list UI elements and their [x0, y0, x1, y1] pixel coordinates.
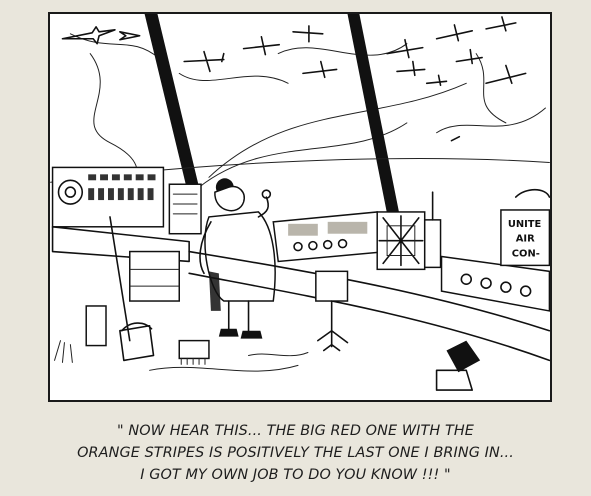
right-console [440, 188, 550, 312]
control-tower-illustration: UNITE AIR CON- [50, 14, 550, 391]
caption-line-1: " NOW HEAR THIS... THE BIG RED ONE WITH … [117, 423, 474, 439]
cleaning-lady-figure [199, 178, 276, 339]
airplanes [61, 16, 527, 142]
sign-line-2: AIR [516, 234, 535, 245]
cartoon-caption: " NOW HEAR THIS... THE BIG RED ONE WITH … [0, 420, 591, 486]
air-control-sign-text: UNITE AIR CON- [508, 219, 545, 260]
radar-screen [376, 191, 442, 271]
center-console [188, 211, 550, 362]
cartoon-panel: UNITE AIR CON- [48, 12, 552, 402]
sign-line-1: UNITE [508, 219, 542, 230]
caption-line-2: ORANGE STRIPES IS POSITIVELY THE LAST ON… [77, 445, 514, 461]
floor-debris [149, 340, 481, 391]
swivel-chair [315, 270, 349, 352]
mop-and-bucket [54, 216, 210, 365]
air-control-sign [500, 209, 550, 267]
caption-line-3: I GOT MY OWN JOB TO DO YOU KNOW !!! " [140, 467, 451, 483]
sign-line-3: CON- [512, 248, 540, 259]
left-console [51, 166, 202, 302]
